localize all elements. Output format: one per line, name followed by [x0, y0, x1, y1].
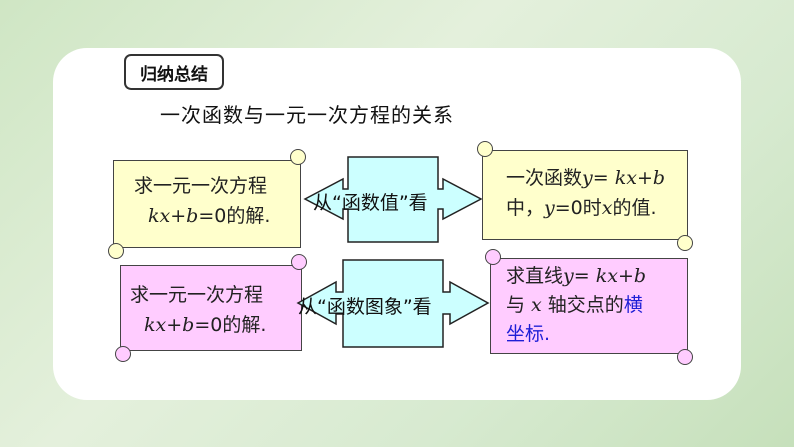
- page-heading: 一次函数与一元一次方程的关系: [160, 103, 454, 127]
- scroll-roll-icon: [115, 346, 131, 362]
- row2-right-scroll: [485, 249, 693, 365]
- row2-right-highlight: 横: [623, 294, 643, 316]
- row1-right-line2e: 的值.: [612, 197, 657, 219]
- row1-right-y: y: [544, 197, 555, 219]
- row2-left-text: 求一元一次方程 kx+b=0的解.: [130, 280, 266, 340]
- row1-left-text: 求一元一次方程 kx+b=0的解.: [134, 171, 270, 231]
- row2-center-label: 从“函数图象”看: [298, 296, 432, 318]
- row2-double-arrow: [296, 259, 490, 348]
- row2-left-line1: 求一元一次方程: [130, 284, 264, 306]
- scroll-roll-icon: [291, 254, 307, 270]
- scroll-roll-icon: [677, 235, 693, 251]
- row1-double-arrow: [303, 156, 483, 243]
- scroll-roll-icon: [677, 349, 693, 365]
- row1-left-equation-rest: =0的解.: [198, 205, 271, 227]
- row1-left-equation: kx+b: [148, 205, 199, 227]
- row2-right-line2c: 轴交点的: [541, 294, 624, 316]
- row1-right-scroll: [477, 141, 693, 251]
- section-label: 归纳总结: [124, 54, 224, 90]
- scroll-roll-icon: [290, 149, 306, 165]
- row1-center-label: 从“函数值”看: [313, 192, 428, 214]
- row1-right-line2c: =0时: [554, 197, 602, 219]
- row2-left-equation: kx+b: [144, 314, 195, 336]
- row1-right-function: y= kx+b: [582, 167, 666, 189]
- scroll-roll-icon: [108, 243, 124, 259]
- row2-right-function: y= kx+b: [563, 265, 647, 287]
- row1-left-scroll: [108, 149, 306, 259]
- row1-left-line1: 求一元一次方程: [134, 175, 268, 197]
- row2-right-x: x: [531, 294, 542, 316]
- row2-right-text: 求直线y= kx+b 与 x 轴交点的横 坐标.: [506, 262, 646, 349]
- scroll-roll-icon: [485, 249, 501, 265]
- row2-right-line3: 坐标.: [506, 323, 551, 345]
- row1-right-text: 一次函数y= kx+b 中，y=0时x的值.: [506, 163, 665, 223]
- row1-right-line2a: 中，: [506, 197, 545, 219]
- row2-left-scroll: [115, 254, 307, 362]
- scroll-roll-icon: [477, 141, 493, 157]
- row2-right-line2a: 与: [506, 294, 532, 316]
- row1-right-x: x: [601, 197, 613, 219]
- row1-right-line1a: 一次函数: [506, 167, 583, 189]
- row2-right-line1a: 求直线: [506, 265, 564, 287]
- row2-left-equation-rest: =0的解.: [194, 314, 267, 336]
